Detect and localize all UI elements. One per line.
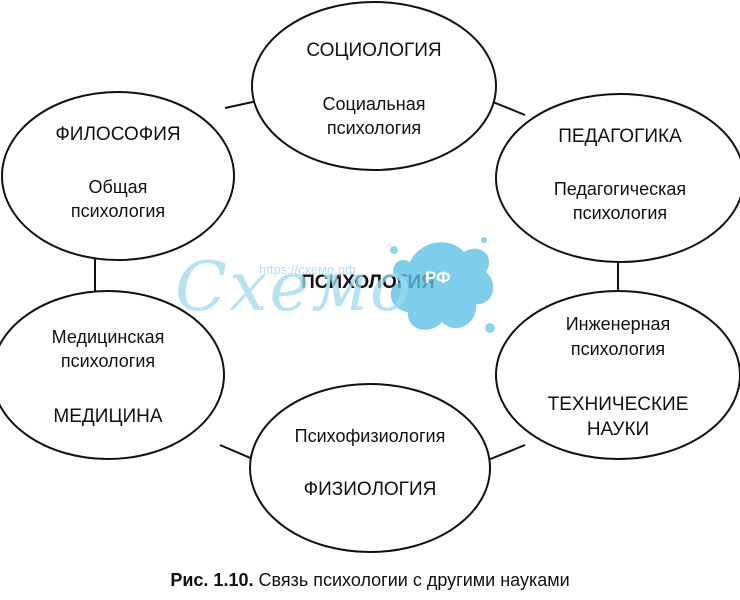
philosophy-title: ФИЛОСОФИЯ — [55, 124, 180, 145]
node-medicine — [0, 290, 225, 460]
medicine-sub2: психология — [61, 351, 155, 371]
pedagogy-sub2: психология — [573, 203, 667, 223]
engineering-sub2: психология — [571, 339, 665, 359]
engineering-title2: НАУКИ — [587, 419, 649, 440]
sociology-sub2: психология — [327, 118, 421, 138]
connector-physiology-medicine — [219, 444, 256, 461]
philosophy-sub1: Общая — [89, 177, 148, 197]
figure-caption: Рис. 1.10. Связь психологии с другими на… — [0, 570, 740, 591]
node-physiology — [249, 383, 491, 553]
caption-text: Связь психологии с другими науками — [258, 570, 570, 590]
pedagogy-title: ПЕДАГОГИКА — [558, 126, 682, 147]
node-pedagogy — [495, 93, 740, 263]
medicine-sub1: Медицинская — [52, 327, 165, 347]
engineering-title1: ТЕХНИЧЕСКИЕ — [548, 394, 689, 415]
medicine-title: МЕДИЦИНА — [53, 406, 162, 427]
philosophy-sub2: психология — [71, 201, 165, 221]
physiology-title: ФИЗИОЛОГИЯ — [304, 479, 437, 500]
sociology-title: СОЦИОЛОГИЯ — [306, 40, 441, 61]
connector-engineering-physiology — [487, 444, 526, 461]
center-label: ПСИХОЛОГИЯ — [301, 272, 435, 293]
node-philosophy — [1, 91, 235, 261]
caption-label: Рис. 1.10. — [170, 570, 254, 590]
sociology-sub1: Социальная — [323, 94, 426, 114]
pedagogy-sub1: Педагогическая — [554, 179, 686, 199]
node-engineering — [495, 290, 740, 460]
physiology-sub1: Психофизиология — [295, 426, 446, 446]
engineering-sub1: Инженерная — [566, 314, 671, 334]
node-sociology — [251, 1, 497, 171]
